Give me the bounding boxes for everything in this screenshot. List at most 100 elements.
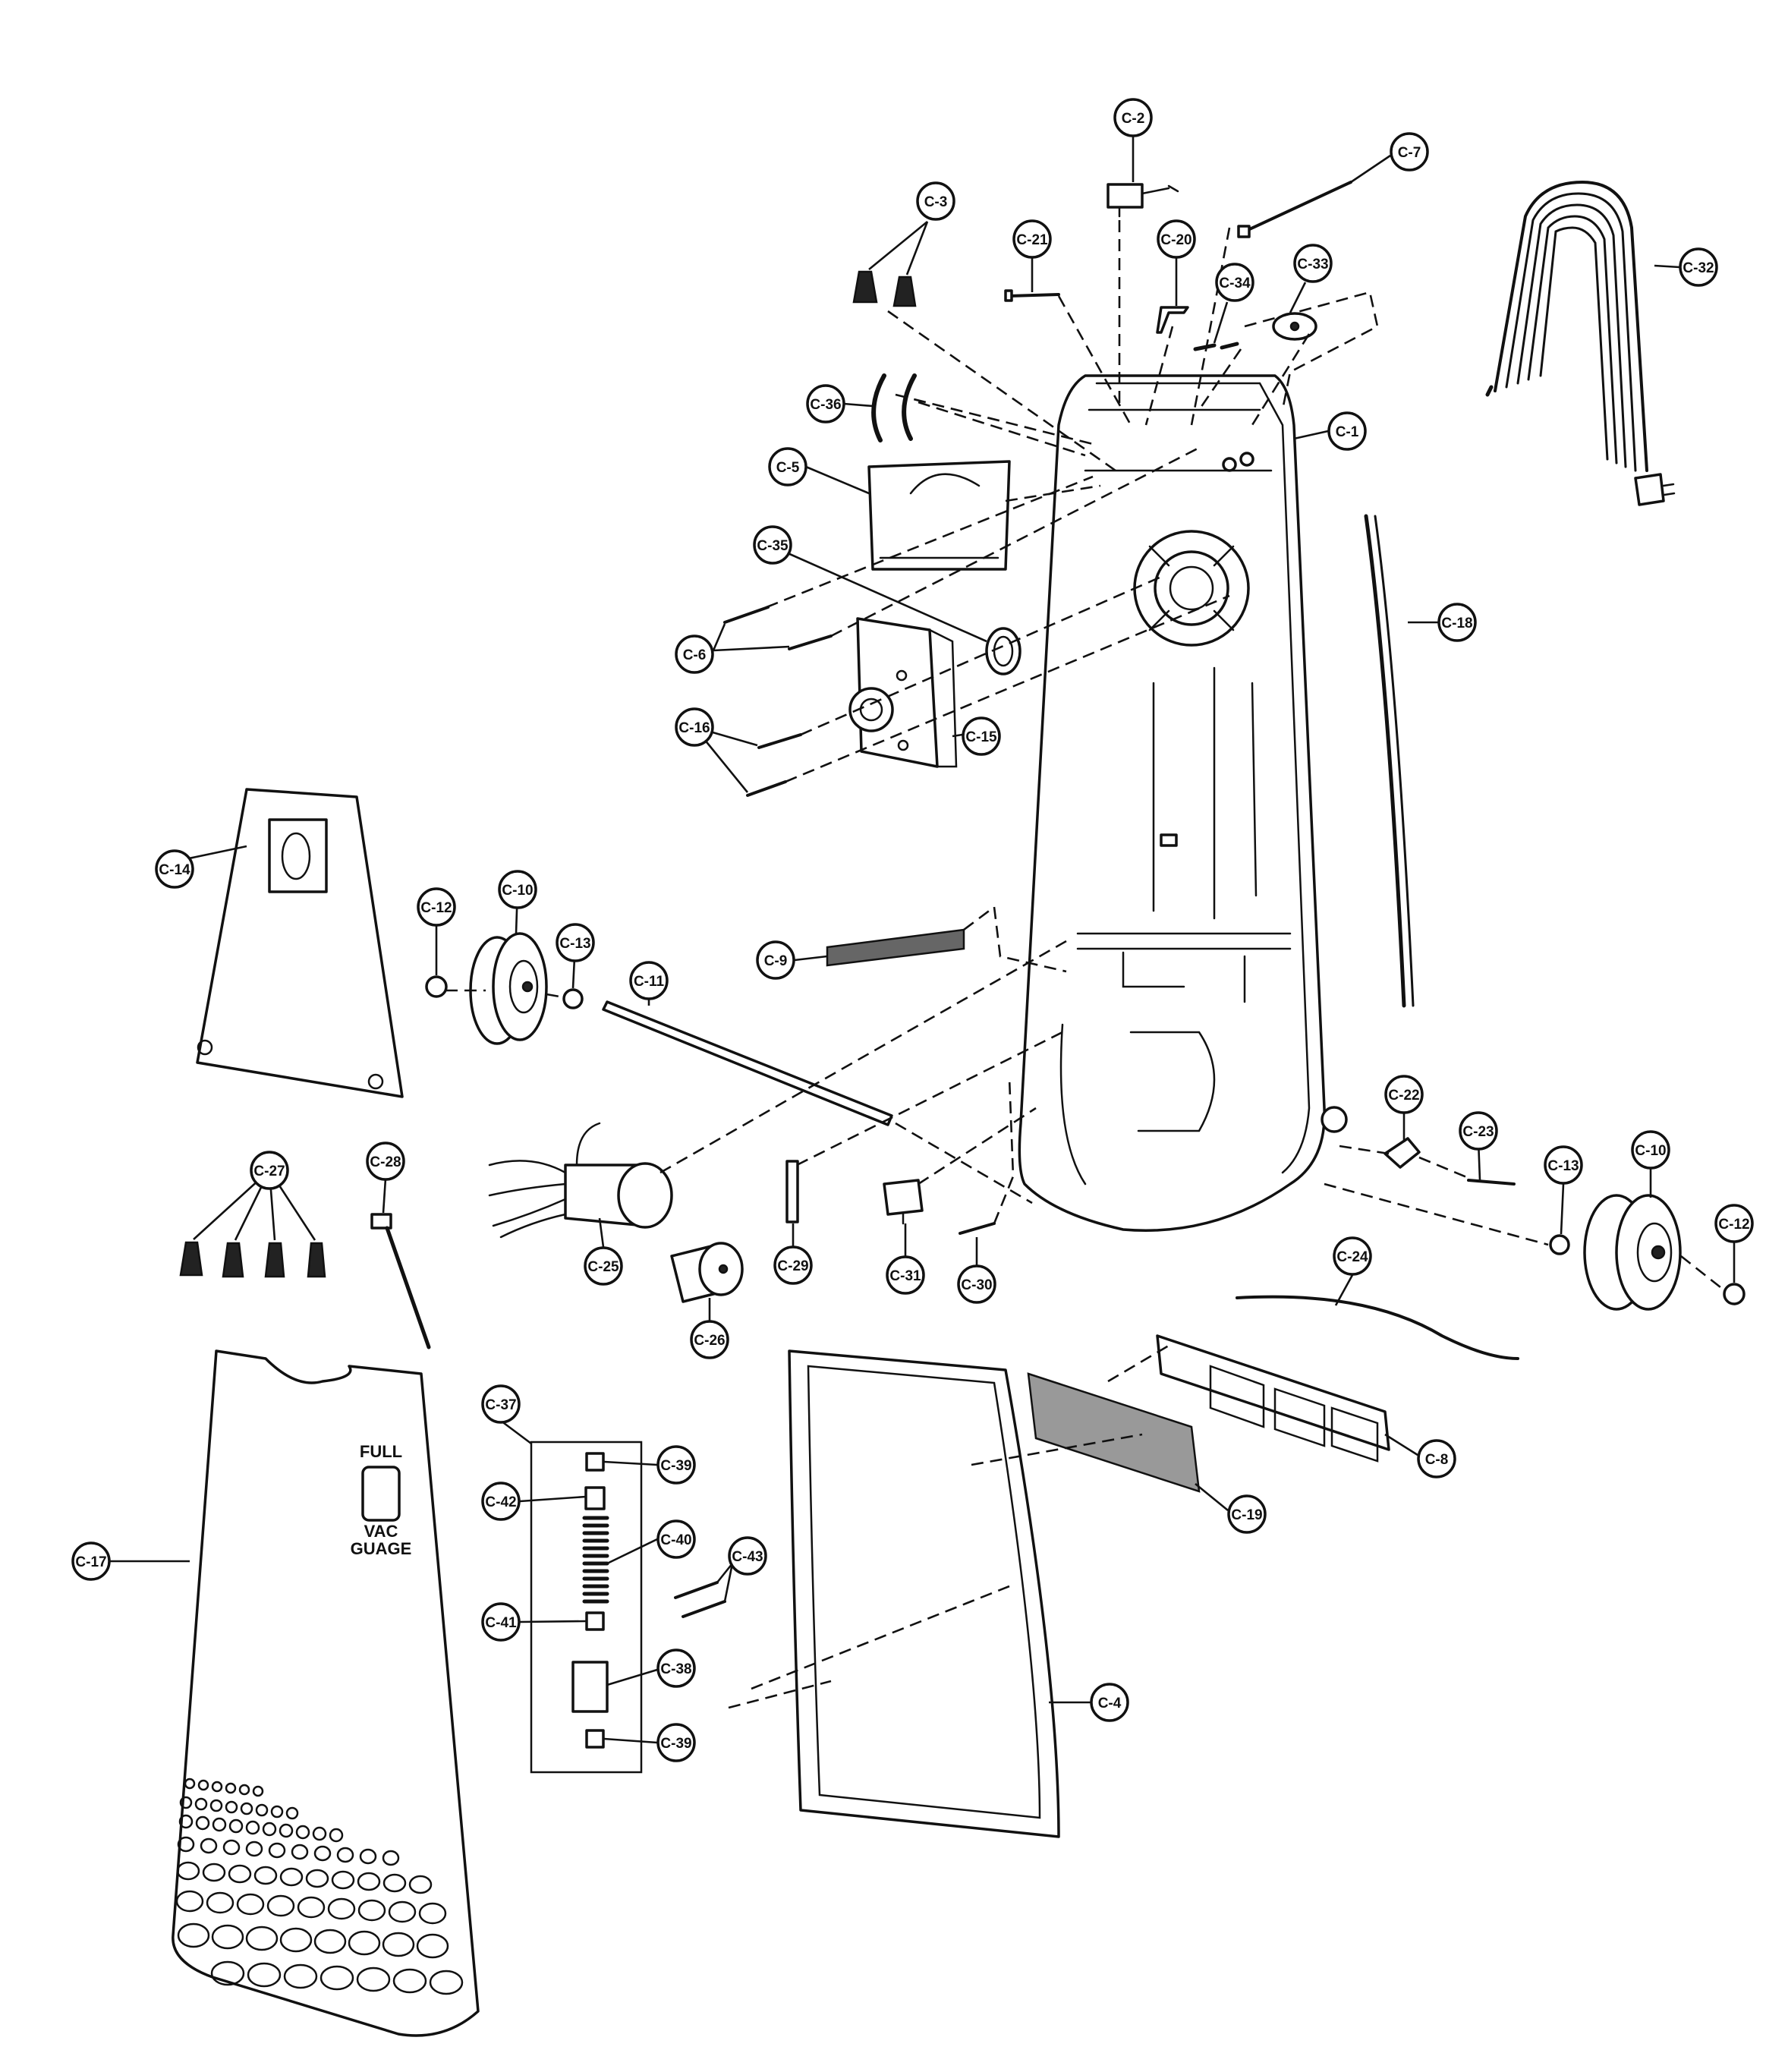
screw-part [746, 733, 802, 797]
ring-part [985, 627, 1021, 675]
svg-text:C-39: C-39 [660, 1458, 691, 1474]
svg-text:C-19: C-19 [1231, 1507, 1262, 1523]
vent-hole [266, 1894, 295, 1917]
vent-hole [228, 1819, 244, 1834]
svg-text:C-7: C-7 [1398, 145, 1421, 161]
vent-hole [200, 1837, 218, 1854]
callout-c7: C-7 [1390, 132, 1429, 172]
svg-text:C-8: C-8 [1425, 1452, 1449, 1468]
vent-hole [279, 1867, 304, 1887]
vent-hole [178, 1814, 194, 1829]
vent-hole [211, 1781, 223, 1793]
clip-part [1383, 1137, 1421, 1169]
callout-c22: C-22 [1384, 1075, 1424, 1114]
svg-text:C-9: C-9 [764, 953, 788, 969]
vent-hole [392, 1968, 427, 1994]
svg-text:C-6: C-6 [683, 647, 707, 663]
vent-hole [240, 1802, 253, 1815]
wire-nut-part [852, 270, 917, 307]
vent-hole [206, 1891, 235, 1914]
callout-c17: C-17 [71, 1541, 111, 1581]
vent-hole [295, 1825, 310, 1840]
screw-part [1193, 342, 1239, 351]
vent-hole [359, 1848, 377, 1865]
vent-hole [175, 1890, 204, 1913]
vent-hole [382, 1932, 415, 1957]
svg-text:C-2: C-2 [1122, 111, 1145, 127]
bushing-part [1549, 1234, 1570, 1255]
vent-hole [194, 1797, 208, 1811]
vent-hole [225, 1782, 237, 1794]
axle-part [602, 1000, 893, 1126]
svg-text:C-17: C-17 [75, 1554, 106, 1570]
vent-hole [320, 1965, 354, 1991]
callout-c32: C-32 [1679, 247, 1718, 287]
vent-hole [283, 1963, 318, 1989]
vent-hole [255, 1803, 269, 1817]
vent-hole [245, 1820, 260, 1835]
callout-c36: C-36 [806, 384, 845, 424]
wire-nut-part [179, 1241, 326, 1278]
callout-c23: C-23 [1459, 1111, 1498, 1151]
callout-c28: C-28 [366, 1141, 405, 1181]
svg-text:C-43: C-43 [732, 1549, 763, 1565]
vent-hole [336, 1847, 354, 1863]
vent-hole [262, 1822, 277, 1837]
assembly-lines [445, 220, 1725, 1709]
bracket-part [1156, 306, 1189, 334]
callout-c24: C-24 [1333, 1236, 1372, 1276]
svg-text:C-13: C-13 [1547, 1158, 1579, 1174]
callout-c20: C-20 [1157, 219, 1196, 259]
callout-c5: C-5 [768, 447, 807, 487]
vent-hole [388, 1900, 417, 1923]
rod-part [1237, 181, 1352, 238]
vent-hole [202, 1863, 226, 1882]
vent-hole [279, 1927, 313, 1953]
vent-hole [197, 1779, 209, 1791]
svg-text:C-22: C-22 [1388, 1088, 1419, 1104]
vent-hole [382, 1873, 407, 1893]
hose-part [1364, 514, 1415, 1008]
filter-pad-part [1027, 1372, 1201, 1493]
vent-hole [222, 1839, 241, 1856]
callout-c13-right: C-13 [1544, 1145, 1583, 1185]
vent-hole [327, 1897, 356, 1920]
svg-text:C-42: C-42 [485, 1494, 516, 1510]
assembly-group-part [530, 1441, 643, 1774]
callout-c27: C-27 [250, 1151, 289, 1190]
vent-hole [305, 1869, 329, 1888]
vent-hole [209, 1799, 223, 1812]
callout-c43: C-43 [728, 1536, 767, 1576]
vent-hole [247, 1962, 282, 1988]
svg-text:C-26: C-26 [694, 1333, 725, 1349]
vent-hole [357, 1872, 381, 1891]
vent-hole [429, 1970, 464, 1995]
vent-hole [348, 1930, 381, 1956]
callout-c26: C-26 [690, 1320, 729, 1359]
vent-hole [210, 1960, 245, 1986]
vent-holes [175, 1778, 464, 1995]
vent-hole [382, 1850, 400, 1866]
callout-c9: C-9 [756, 940, 795, 980]
svg-text:C-23: C-23 [1462, 1124, 1494, 1140]
vent-hole [211, 1924, 244, 1950]
svg-text:C-34: C-34 [1219, 276, 1251, 291]
callout-c13-left: C-13 [556, 923, 595, 962]
svg-text:C-31: C-31 [889, 1268, 921, 1284]
switch-part [1106, 183, 1179, 218]
probe-part [370, 1213, 431, 1349]
svg-text:C-35: C-35 [757, 538, 789, 554]
svg-text:C-20: C-20 [1160, 232, 1191, 248]
panel-part [196, 788, 404, 1098]
vent-hole [416, 1933, 449, 1959]
svg-text:C-3: C-3 [924, 194, 948, 210]
vent-hole [313, 1929, 347, 1954]
callout-c15: C-15 [962, 716, 1001, 756]
gauge-label-top: FULL [360, 1442, 402, 1461]
svg-text:C-25: C-25 [587, 1259, 619, 1275]
vent-hole [357, 1899, 386, 1922]
housing-part [1018, 374, 1348, 1232]
callout-c2: C-2 [1113, 98, 1153, 137]
svg-text:C-10: C-10 [502, 883, 533, 899]
